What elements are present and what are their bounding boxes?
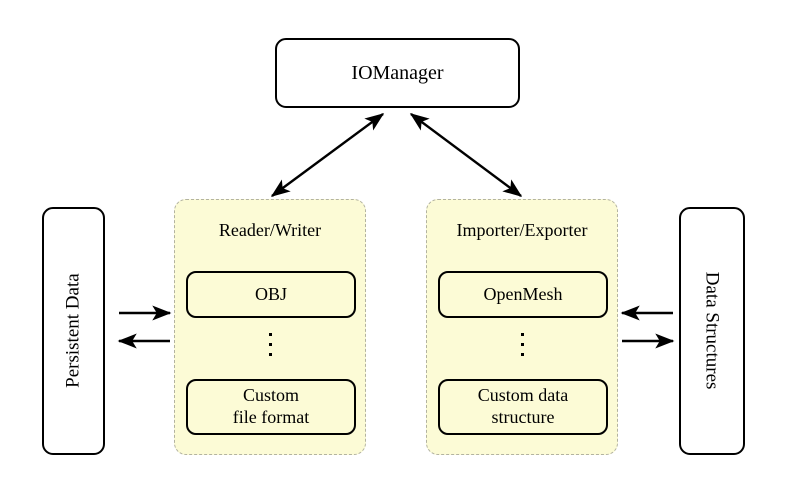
node-data-structures[interactable]: Data Structures [679,207,745,455]
node-io-manager[interactable]: IOManager [275,38,520,108]
reader-writer-ellipsis-icon [175,333,365,356]
item-openmesh-label: OpenMesh [483,283,563,304]
item-obj-label: OBJ [254,283,287,304]
arrow-manager-importer-exporter [409,113,523,197]
panel-importer-exporter-title: Importer/Exporter [456,220,588,240]
persistent-data-label: Persistent Data [62,273,84,389]
arrow-manager-reader-writer [270,113,385,197]
io-manager-label: IOManager [351,61,444,84]
node-persistent-data[interactable]: Persistent Data [42,207,105,455]
data-structures-label: Data Structures [701,272,723,390]
item-obj[interactable]: OBJ [186,271,356,318]
panel-reader-writer-title: Reader/Writer [218,220,322,240]
importer-exporter-ellipsis-icon [427,333,617,356]
item-openmesh[interactable]: OpenMesh [438,271,608,318]
